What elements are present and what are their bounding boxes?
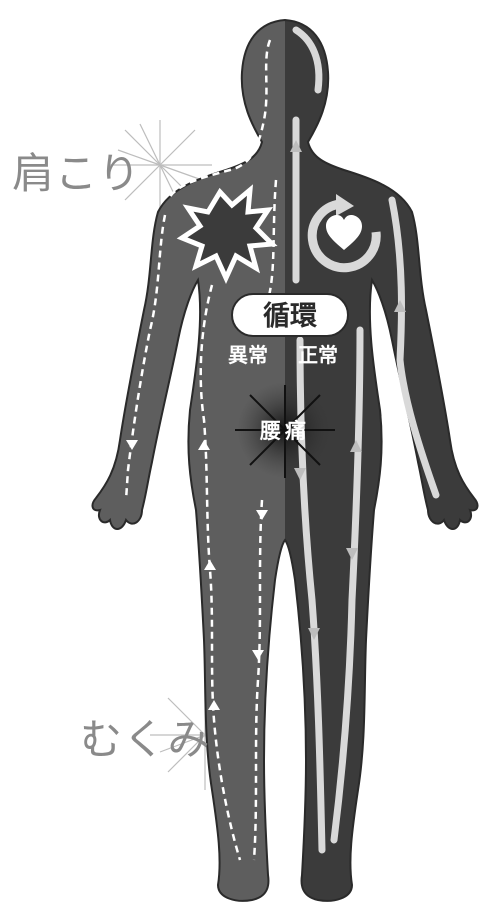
ijou-label: 異常: [228, 343, 268, 367]
heart-icon: [326, 215, 362, 250]
mukumi-label: むくみ: [80, 715, 211, 764]
pain-burst-icon: [176, 184, 278, 285]
katakori-label: 肩こり: [12, 149, 142, 198]
junkan-label: 循環: [263, 301, 318, 332]
junkan-pill: [231, 293, 349, 337]
abnormal-flow-lines: [124, 39, 278, 861]
abnormal-flow-arrows: [126, 440, 268, 710]
circular-arrow-icon: [307, 194, 381, 273]
youtsuu-spikes: [235, 385, 335, 478]
normal-flow-lines: [292, 26, 440, 854]
normal-flow-arrows: [290, 140, 406, 640]
seijou-label: 正常: [298, 343, 338, 367]
youtsuu-label: 腰痛: [259, 419, 310, 443]
